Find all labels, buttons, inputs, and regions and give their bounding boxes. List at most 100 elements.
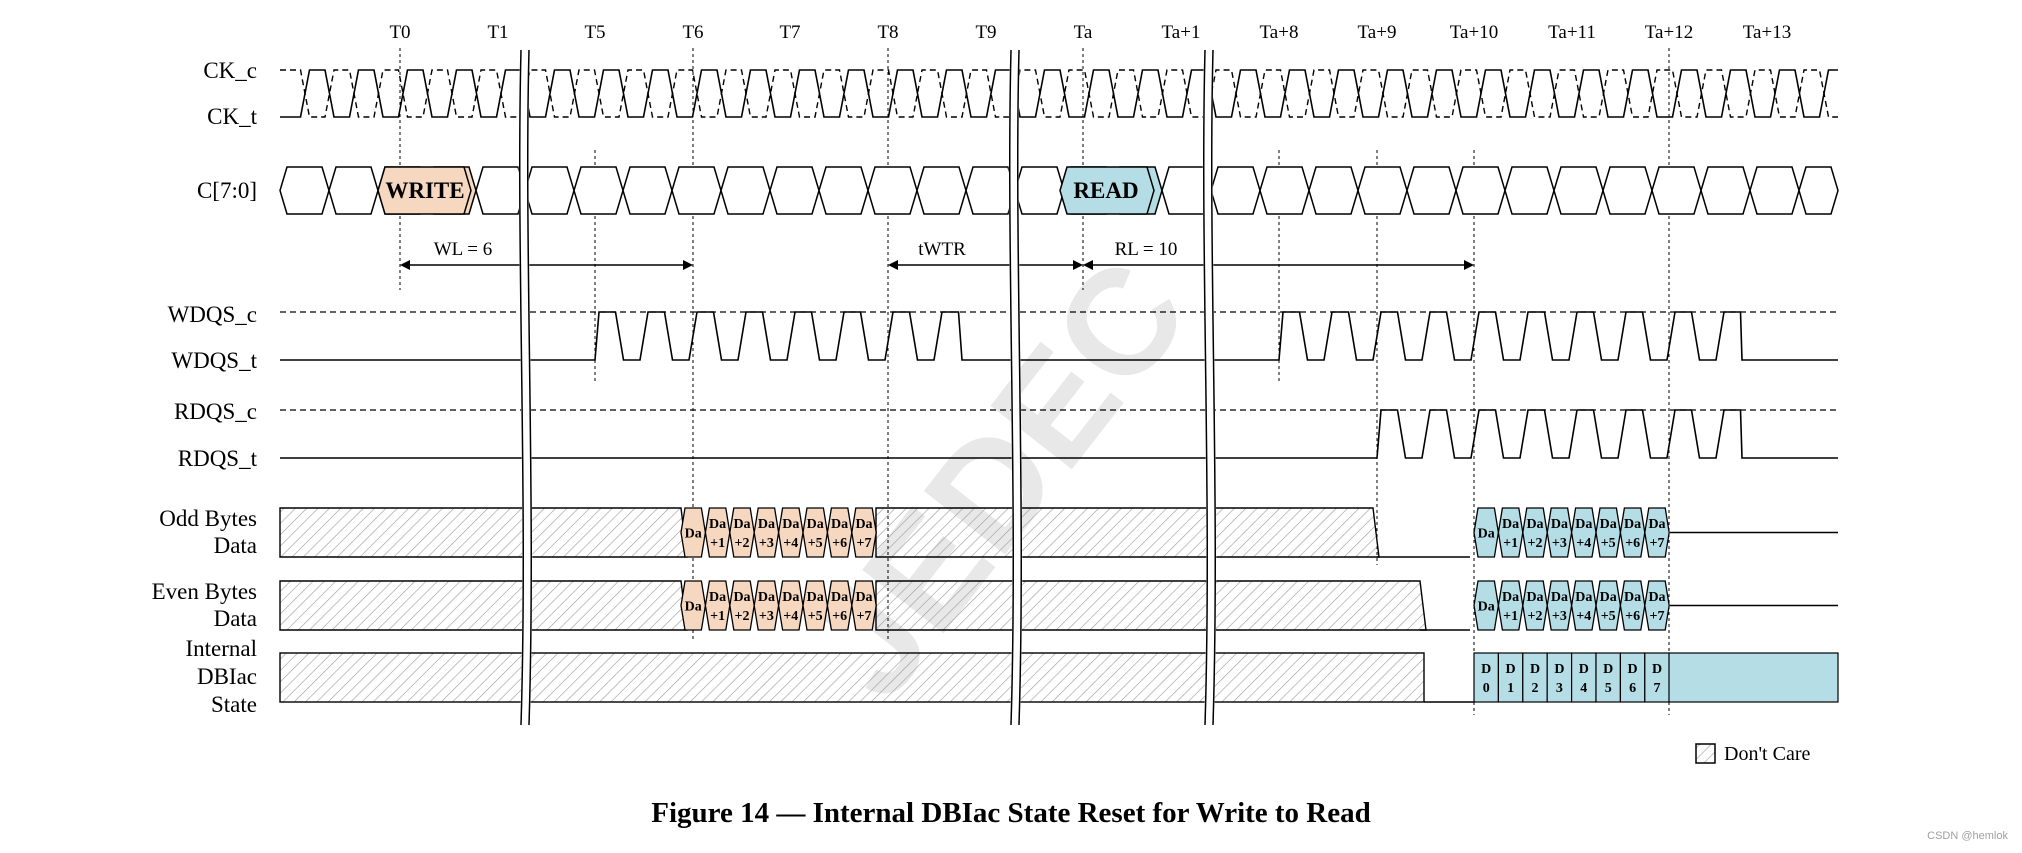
- even-read-label-top: Da: [1575, 590, 1592, 605]
- even-read-label-bottom: +6: [1625, 609, 1640, 624]
- timing-wl: WL = 6: [434, 239, 493, 260]
- time-break-line: [1016, 49, 1023, 726]
- odd-bytes-dont-care: [279, 507, 688, 558]
- dbi-label-top: D: [1554, 662, 1564, 677]
- even-write-label-bottom: +1: [710, 609, 725, 624]
- time-label: T5: [584, 22, 605, 43]
- command-bus-slot: [1553, 166, 1604, 215]
- time-label: Ta+8: [1260, 22, 1299, 43]
- label-even-bytes-1: Even Bytes: [152, 579, 257, 604]
- command-bus-slot: [328, 166, 379, 215]
- odd-read-label-top: Da: [1526, 517, 1543, 532]
- timing-twtr: tWTR: [918, 239, 966, 260]
- even-write-label-bottom: +3: [759, 609, 774, 624]
- write-command: WRITE: [385, 178, 464, 203]
- dbi-label-top: D: [1603, 662, 1613, 677]
- command-bus-slot: [1259, 166, 1310, 215]
- odd-read-label-bottom: +2: [1528, 536, 1543, 551]
- dbi-beat: [1497, 652, 1524, 703]
- data-beat-labels: DaDa+1Da+2Da+3Da+4Da+5Da+6Da+7DaDa+1Da+2…: [685, 517, 1666, 696]
- timing-rl: RL = 10: [1115, 239, 1178, 260]
- even-bytes-beat: [1644, 580, 1670, 631]
- command-bus-slot: [622, 166, 673, 215]
- dbi-tail: [1668, 652, 1839, 703]
- dbi-label-bottom: 7: [1654, 681, 1661, 696]
- even-read-label-bottom: +3: [1552, 609, 1567, 624]
- command-bus-slot: [279, 166, 330, 215]
- odd-write-label-bottom: +3: [759, 536, 774, 551]
- odd-read-label-top: Da: [1478, 527, 1495, 542]
- odd-write-label-top: Da: [709, 517, 726, 532]
- even-read-label-top: Da: [1502, 590, 1519, 605]
- label-odd-bytes-2: Data: [214, 533, 257, 558]
- even-read-label-bottom: +7: [1650, 609, 1665, 624]
- timing-arrowhead: [683, 260, 693, 270]
- time-break-line: [1210, 49, 1217, 726]
- command-bus-slot: [965, 166, 1016, 215]
- odd-write-label-bottom: +5: [808, 536, 823, 551]
- command-bus-slot: [671, 166, 722, 215]
- time-label: Ta+11: [1548, 22, 1596, 43]
- command-bus-slot: [573, 166, 624, 215]
- even-write-label-top: Da: [733, 590, 750, 605]
- odd-bytes-dont-care: [875, 507, 1380, 558]
- even-write-label-bottom: +6: [832, 609, 847, 624]
- dbi-label-top: D: [1579, 662, 1589, 677]
- even-write-label-bottom: +5: [808, 609, 823, 624]
- time-break-line: [518, 49, 525, 726]
- wdqs-t-wave: [280, 311, 1838, 361]
- legend: Don't Care: [1695, 743, 1810, 765]
- time-label: T0: [389, 22, 410, 43]
- time-break-gap: [1008, 49, 1023, 726]
- odd-read-label-top: Da: [1502, 517, 1519, 532]
- odd-read-label-top: Da: [1575, 517, 1592, 532]
- odd-write-label-bottom: +7: [857, 536, 872, 551]
- even-write-label-bottom: +2: [735, 609, 750, 624]
- label-dbi-3: State: [211, 692, 257, 717]
- command-bus-slot: [524, 166, 575, 215]
- command-bus-slot: [916, 166, 967, 215]
- odd-write-label-top: Da: [758, 517, 775, 532]
- time-label: T9: [975, 22, 996, 43]
- dbi-label-bottom: 3: [1556, 681, 1563, 696]
- figure-caption: Figure 14 — Internal DBIac State Reset f…: [651, 797, 1371, 829]
- even-read-label-top: Da: [1600, 590, 1617, 605]
- command-bus-slot: [1504, 166, 1555, 215]
- odd-write-label-bottom: +2: [735, 536, 750, 551]
- command-bus-slot: [1749, 166, 1800, 215]
- label-ck-c: CK_c: [203, 58, 257, 83]
- even-write-label-bottom: +4: [783, 609, 798, 624]
- dbi-label-bottom: 4: [1580, 681, 1587, 696]
- label-cmd: C[7:0]: [197, 178, 257, 203]
- odd-read-label-top: Da: [1624, 517, 1641, 532]
- dbi-beat: [1473, 652, 1499, 703]
- waveforms: [279, 48, 1839, 726]
- time-label: T8: [877, 22, 898, 43]
- dbi-label-top: D: [1530, 662, 1540, 677]
- even-write-label-top: Da: [782, 590, 799, 605]
- odd-read-label-bottom: +6: [1625, 536, 1640, 551]
- dbi-label-top: D: [1506, 662, 1516, 677]
- odd-write-label-top: Da: [685, 527, 702, 542]
- dbi-label-bottom: 1: [1507, 681, 1514, 696]
- signal-labels: CK_c CK_t C[7:0] WDQS_c WDQS_t RDQS_c RD…: [152, 58, 258, 717]
- label-odd-bytes-1: Odd Bytes: [159, 506, 257, 531]
- even-read-label-bottom: +5: [1601, 609, 1616, 624]
- dbi-label-bottom: 6: [1629, 681, 1636, 696]
- odd-write-label-bottom: +4: [783, 536, 798, 551]
- odd-read-label-bottom: +1: [1503, 536, 1518, 551]
- odd-read-label-bottom: +3: [1552, 536, 1567, 551]
- dbi-beat: [1595, 652, 1621, 703]
- command-bus-slot: [1798, 166, 1839, 215]
- odd-read-label-top: Da: [1648, 517, 1665, 532]
- command-bus-slot: [1357, 166, 1408, 215]
- time-label: Ta: [1074, 22, 1093, 43]
- timing-arrowhead: [1083, 260, 1093, 270]
- command-bus-slot: [1014, 166, 1065, 215]
- write-command-box: [377, 166, 472, 215]
- odd-write-label-top: Da: [807, 517, 824, 532]
- command-bus-slot: [818, 166, 869, 215]
- even-read-label-top: Da: [1551, 590, 1568, 605]
- odd-read-label-bottom: +5: [1601, 536, 1616, 551]
